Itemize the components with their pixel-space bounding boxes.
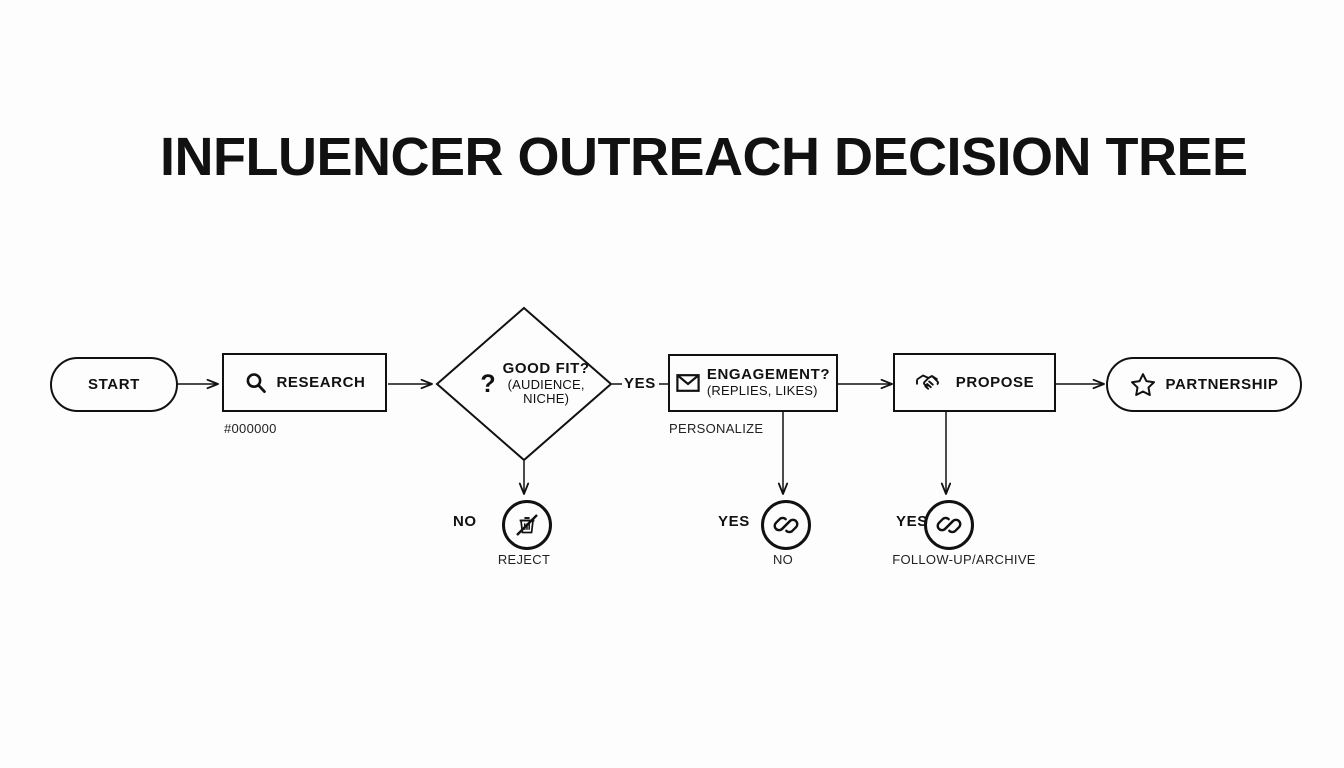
question-mark-icon: ? [480,369,496,398]
reject-caption: REJECT [497,552,551,567]
magnifier-icon [244,371,268,395]
node-partnership-label: PARTNERSHIP [1165,376,1279,393]
node-partnership[interactable]: PARTNERSHIP [1106,357,1302,412]
node-no-engagement[interactable] [761,500,811,550]
node-engagement-label: ENGAGEMENT? [706,366,831,384]
follow-up-caption: FOLLOW-UP/ARCHIVE [892,552,1036,567]
chain-link-icon [773,512,799,538]
no-engagement-caption: NO [772,552,794,567]
node-propose[interactable]: PROPOSE [893,353,1056,412]
page-title: INFLUENCER OUTREACH DECISION TREE [160,127,1248,187]
edge-label-reject-no: NO [453,513,477,530]
chain-link-icon [936,512,962,538]
star-icon [1130,372,1156,397]
edge-label-good-fit-yes: YES [624,375,656,392]
node-research[interactable]: RESEARCH [222,353,387,412]
node-good-fit-sub-2: NICHE) [523,391,570,407]
node-good-fit-label: GOOD FIT? [502,360,590,378]
node-start[interactable]: START [50,357,178,412]
engagement-caption: PERSONALIZE [669,421,764,436]
research-caption: #000000 [224,421,277,436]
node-good-fit-decision[interactable]: ? GOOD FIT? (AUDIENCE, NICHE) [437,308,611,460]
node-propose-label: PROPOSE [955,374,1035,391]
node-engagement[interactable]: ENGAGEMENT? (REPLIES, LIKES) [668,354,838,412]
envelope-icon [676,373,700,393]
trash-prohibited-icon [512,510,542,540]
node-follow-up[interactable] [924,500,974,550]
handshake-icon [915,372,945,394]
node-engagement-sub: (REPLIES, LIKES) [706,383,818,399]
edge-label-engagement-yes: YES [718,513,750,530]
node-start-label: START [88,376,140,393]
node-reject[interactable] [502,500,552,550]
edge-label-propose-yes: YES [896,513,928,530]
node-research-label: RESEARCH [276,374,366,391]
node-good-fit-sub-1: (AUDIENCE, [507,376,585,392]
